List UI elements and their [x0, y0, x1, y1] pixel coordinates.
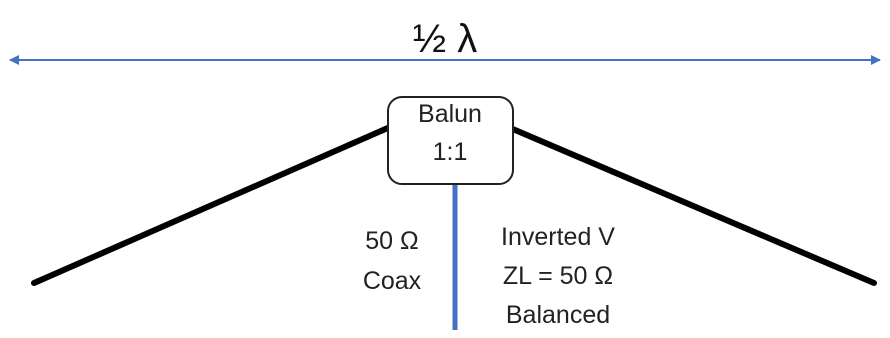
- left-antenna-element: [31, 124, 393, 286]
- balun-outline: [387, 96, 514, 185]
- antenna-balance-label: Balanced: [506, 301, 610, 329]
- antenna-type-label: Inverted V: [501, 223, 615, 251]
- coax-impedance-label: 50 Ω: [365, 227, 418, 255]
- balun-box: Balun 1:1: [387, 96, 514, 185]
- antenna-impedance-label: ZL = 50 Ω: [503, 262, 613, 290]
- balun-label: Balun: [418, 100, 482, 128]
- balun-ratio: 1:1: [433, 138, 468, 166]
- right-antenna-element: [505, 124, 877, 286]
- half-wavelength-label: ½ λ: [413, 17, 477, 61]
- coax-type-label: Coax: [363, 267, 422, 295]
